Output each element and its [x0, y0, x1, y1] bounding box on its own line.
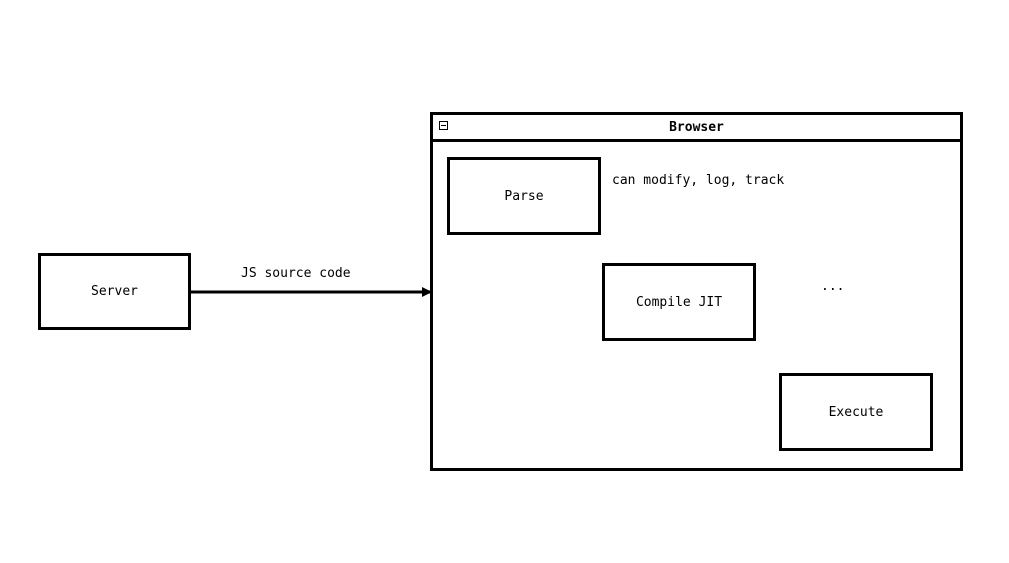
edge-label-ellipsis: ...	[821, 279, 845, 294]
compile-jit-node[interactable]: Compile JIT	[602, 263, 756, 341]
browser-title: Browser	[669, 119, 724, 135]
parse-node[interactable]: Parse	[447, 157, 601, 235]
browser-header: Browser	[433, 115, 960, 142]
compile-jit-label: Compile JIT	[635, 294, 723, 310]
server-label: Server	[91, 284, 138, 299]
edge-label-js-source-code: JS source code	[241, 266, 351, 281]
collapse-icon[interactable]	[439, 121, 448, 130]
execute-node[interactable]: Execute	[779, 373, 933, 451]
execute-label: Execute	[828, 404, 884, 420]
edge-label-can-modify: can modify, log, track	[612, 173, 785, 188]
server-node[interactable]: Server	[38, 253, 191, 330]
parse-label: Parse	[504, 188, 544, 204]
